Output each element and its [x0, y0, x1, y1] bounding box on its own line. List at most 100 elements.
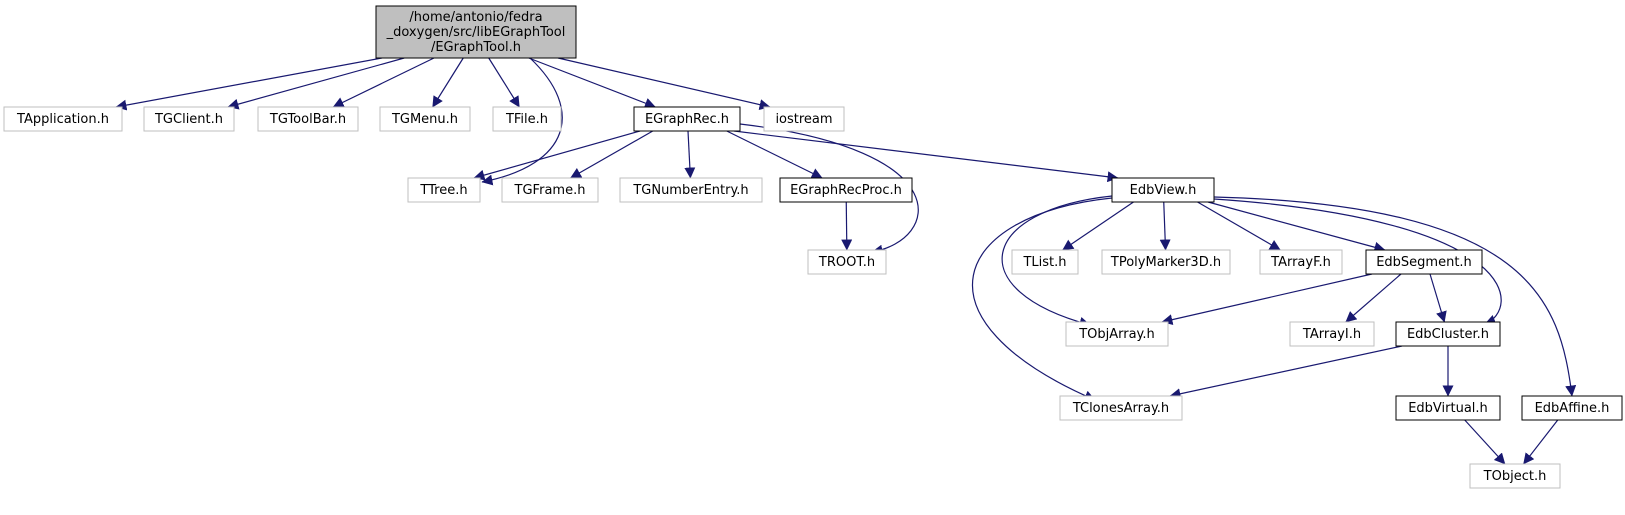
- node-label-edbvirtual: EdbVirtual.h: [1408, 401, 1488, 416]
- node-label-troot: TROOT.h: [818, 255, 875, 270]
- edge-edbview-to-tobjarray: [1001, 195, 1113, 328]
- node-egraphrecproc[interactable]: EGraphRecProc.h: [779, 177, 913, 203]
- node-box-troot: [807, 249, 887, 275]
- node-box-egraphrec: [633, 106, 741, 132]
- node-box-iostream: [763, 106, 845, 132]
- node-box-tclonesarray: [1059, 395, 1183, 421]
- node-egraphrec[interactable]: EGraphRec.h: [633, 106, 741, 132]
- edge-edbsegment-to-tobjarray: [1161, 273, 1373, 326]
- edge-edbview-to-edbsegment: [1207, 201, 1386, 253]
- edge-egraphrecproc-to-troot: [841, 201, 853, 251]
- node-label-egraphrecproc: EGraphRecProc.h: [790, 183, 902, 198]
- node-label-edbaffine: EdbAffine.h: [1535, 401, 1610, 416]
- node-label-root-line-1: _doxygen/src/libEGraphTool: [386, 25, 566, 40]
- node-root[interactable]: /home/antonio/fedra_doxygen/src/libEGrap…: [375, 5, 577, 59]
- node-label-tapplication: TApplication.h: [16, 112, 109, 127]
- edge-edbsegment-to-edbcluster: [1429, 273, 1447, 323]
- node-tgclient: TGClient.h: [143, 106, 235, 132]
- edge-egraphrec-to-troot: [739, 123, 919, 256]
- node-label-tgtoolbar: TGToolBar.h: [269, 112, 346, 127]
- edge-egraphrec-to-edbview: [733, 130, 1119, 183]
- edge-egraphrec-to-tgnumberentry: [684, 130, 696, 179]
- node-tlist: TList.h: [1011, 249, 1079, 275]
- node-tobjarray: TObjArray.h: [1065, 321, 1169, 347]
- node-tfile: TFile.h: [492, 106, 562, 132]
- node-label-root-line-0: /home/antonio/fedra: [409, 10, 542, 25]
- edges: [115, 57, 1577, 465]
- node-tgframe: TGFrame.h: [501, 177, 599, 203]
- nodes: /home/antonio/fedra_doxygen/src/libEGrap…: [3, 5, 1623, 489]
- edge-root-to-egraphrec: [528, 57, 656, 109]
- node-box-egraphrecproc: [779, 177, 913, 203]
- node-box-edbcluster: [1395, 321, 1501, 347]
- node-tclonesarray: TClonesArray.h: [1059, 395, 1183, 421]
- edge-edbcluster-to-tclonesarray: [1169, 345, 1403, 400]
- node-box-tarrayf: [1259, 249, 1343, 275]
- node-box-tgmenu: [379, 106, 471, 132]
- node-box-root: [375, 5, 577, 59]
- node-edbsegment[interactable]: EdbSegment.h: [1365, 249, 1483, 275]
- node-box-tgnumberentry: [619, 177, 763, 203]
- node-box-tgclient: [143, 106, 235, 132]
- edge-root-to-tapplication: [115, 57, 383, 111]
- node-label-iostream: iostream: [775, 112, 832, 127]
- node-tarrayf: TArrayF.h: [1259, 249, 1343, 275]
- node-box-tarrayi: [1289, 321, 1375, 347]
- node-label-tarrayf: TArrayF.h: [1270, 255, 1331, 270]
- edge-root-to-tgmenu: [432, 57, 464, 108]
- edge-root-to-iostream: [557, 57, 771, 111]
- node-box-edbaffine: [1521, 395, 1623, 421]
- node-label-edbsegment: EdbSegment.h: [1376, 255, 1472, 270]
- node-box-edbsegment: [1365, 249, 1483, 275]
- node-label-tgframe: TGFrame.h: [514, 183, 586, 198]
- node-edbaffine[interactable]: EdbAffine.h: [1521, 395, 1623, 421]
- edge-egraphrec-to-egraphrecproc: [726, 130, 823, 179]
- node-box-tgtoolbar: [257, 106, 359, 132]
- edge-egraphrec-to-ttree: [473, 130, 641, 181]
- node-edbvirtual[interactable]: EdbVirtual.h: [1395, 395, 1501, 421]
- node-label-tarrayi: TArrayI.h: [1302, 327, 1361, 342]
- node-troot: TROOT.h: [807, 249, 887, 275]
- node-edbview[interactable]: EdbView.h: [1111, 177, 1215, 203]
- node-iostream: iostream: [763, 106, 845, 132]
- node-label-tlist: TList.h: [1022, 255, 1066, 270]
- node-box-ttree: [407, 177, 481, 203]
- node-tarrayi: TArrayI.h: [1289, 321, 1375, 347]
- node-label-ttree: TTree.h: [419, 183, 467, 198]
- edge-edbview-to-tarrayf: [1197, 201, 1281, 251]
- node-tpolymarker3d: TPolyMarker3D.h: [1101, 249, 1231, 275]
- node-ttree: TTree.h: [407, 177, 481, 203]
- node-label-edbview: EdbView.h: [1130, 183, 1197, 198]
- edge-root-to-tfile: [488, 57, 520, 108]
- node-box-tlist: [1011, 249, 1079, 275]
- edge-edbview-to-tpolymarker3d: [1159, 201, 1171, 251]
- node-tgtoolbar: TGToolBar.h: [257, 106, 359, 132]
- node-box-tfile: [492, 106, 562, 132]
- node-tgnumberentry: TGNumberEntry.h: [619, 177, 763, 203]
- node-label-tobjarray: TObjArray.h: [1078, 327, 1155, 342]
- edge-root-to-tgtoolbar: [332, 57, 435, 108]
- edge-edbsegment-to-tarrayi: [1345, 273, 1402, 323]
- node-label-tgmenu: TGMenu.h: [391, 112, 458, 127]
- edge-edbview-to-edbaffine: [1213, 196, 1577, 397]
- node-label-edbcluster: EdbCluster.h: [1407, 327, 1489, 342]
- edge-root-to-ttree: [481, 57, 563, 186]
- node-tgmenu: TGMenu.h: [379, 106, 471, 132]
- node-box-edbvirtual: [1395, 395, 1501, 421]
- node-box-tpolymarker3d: [1101, 249, 1231, 275]
- edge-edbview-to-tlist: [1062, 201, 1134, 251]
- edge-root-to-tgclient: [227, 57, 405, 110]
- node-box-tapplication: [3, 106, 123, 132]
- node-label-tpolymarker3d: TPolyMarker3D.h: [1110, 255, 1221, 270]
- node-label-tgnumberentry: TGNumberEntry.h: [632, 183, 748, 198]
- node-edbcluster[interactable]: EdbCluster.h: [1395, 321, 1501, 347]
- node-box-tobjarray: [1065, 321, 1169, 347]
- node-label-root-line-2: /EGraphTool.h: [431, 40, 521, 55]
- node-label-egraphrec: EGraphRec.h: [645, 112, 729, 127]
- node-label-tgclient: TGClient.h: [154, 112, 223, 127]
- node-tobject: TObject.h: [1469, 463, 1561, 489]
- edge-edbview-to-tclonesarray: [971, 197, 1113, 401]
- node-tapplication: TApplication.h: [3, 106, 123, 132]
- node-label-tclonesarray: TClonesArray.h: [1072, 401, 1169, 416]
